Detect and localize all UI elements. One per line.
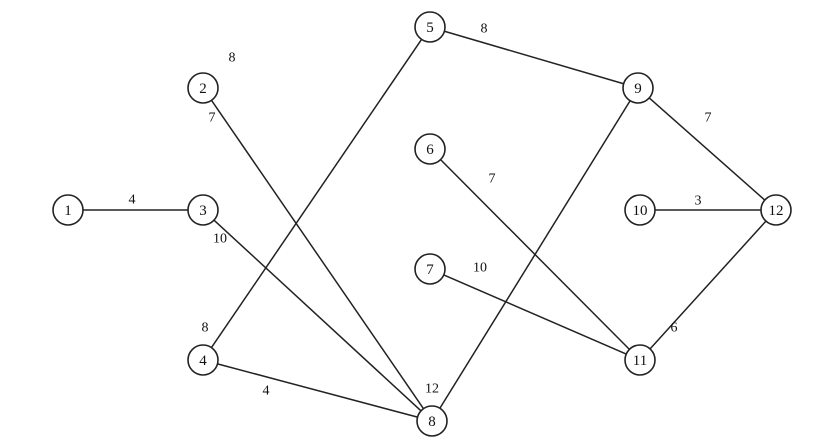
- node-circle: [624, 194, 656, 226]
- node-circle: [414, 253, 446, 285]
- edge-2-8: [210, 99, 425, 410]
- edge-weight-1-3: 4: [129, 193, 136, 208]
- node-1: 1: [52, 194, 84, 226]
- node-circle: [416, 405, 448, 437]
- edge-5-9: [444, 30, 624, 85]
- node-label: 12: [769, 203, 784, 219]
- edge-line: [648, 97, 766, 201]
- node-11: 11: [624, 344, 656, 376]
- edge-4-8: [217, 363, 418, 418]
- edge-weight-6-11: 7: [489, 172, 496, 187]
- edge-weight-5-9: 8: [481, 22, 488, 37]
- node-circle: [187, 194, 219, 226]
- edge-weight-11-12: 6: [671, 321, 678, 336]
- node-label: 3: [199, 203, 207, 219]
- edge-3-8: [213, 219, 422, 412]
- node-label: 6: [426, 142, 434, 158]
- edge-weight-4-5: 8: [202, 321, 209, 336]
- node-2: 2: [187, 72, 219, 104]
- node-circle: [187, 344, 219, 376]
- node-circle: [414, 11, 446, 43]
- edge-line: [439, 100, 631, 409]
- node-label: 2: [199, 81, 207, 97]
- edge-weight-3-8: 10: [213, 232, 227, 247]
- node-circle: [760, 194, 792, 226]
- edges-layer: [83, 30, 767, 418]
- node-5: 5: [414, 11, 446, 43]
- node-circle: [624, 344, 656, 376]
- edge-weight-9-12: 7: [705, 111, 712, 126]
- edge-weight-7-11: 10: [473, 261, 487, 276]
- edge-line: [443, 274, 627, 355]
- node-8: 8: [416, 405, 448, 437]
- node-4: 4: [187, 344, 219, 376]
- weights-layer: 4 7 10 8 4 8 7 10 12 7 3 6: [129, 22, 712, 399]
- node-12: 12: [760, 194, 792, 226]
- edge-9-12: [648, 97, 766, 201]
- node-circle: [622, 72, 654, 104]
- edge-line: [217, 363, 418, 418]
- edge-weight-2-8: 7: [209, 111, 216, 126]
- edge-line: [444, 30, 624, 85]
- edge-line: [210, 99, 425, 410]
- edge-weight-8-9: 12: [425, 382, 439, 397]
- node-circle: [414, 133, 446, 165]
- node-label: 10: [633, 203, 648, 219]
- edge-weight-4-8: 4: [263, 384, 270, 399]
- edge-line: [213, 219, 422, 412]
- node-label: 11: [633, 353, 647, 369]
- node-10: 10: [624, 194, 656, 226]
- node-label: 8: [428, 414, 436, 430]
- node-label: 5: [426, 20, 434, 36]
- node-circle: [187, 72, 219, 104]
- node-label: 4: [199, 353, 207, 369]
- edge-weight-10-12: 3: [695, 194, 702, 209]
- node-label: 1: [64, 203, 72, 219]
- stray-labels-layer: 8: [229, 51, 236, 66]
- node-3: 3: [187, 194, 219, 226]
- edge-7-11: [443, 274, 627, 355]
- stray-label: 8: [229, 51, 236, 66]
- node-label: 7: [426, 262, 434, 278]
- edge-4-5: [210, 38, 423, 349]
- node-circle: [52, 194, 84, 226]
- edge-line: [649, 220, 767, 350]
- edge-8-9: [439, 100, 631, 409]
- node-6: 6: [414, 133, 446, 165]
- node-9: 9: [622, 72, 654, 104]
- edge-11-12: [649, 220, 767, 350]
- node-label: 9: [634, 81, 642, 97]
- edge-line: [210, 38, 423, 349]
- node-7: 7: [414, 253, 446, 285]
